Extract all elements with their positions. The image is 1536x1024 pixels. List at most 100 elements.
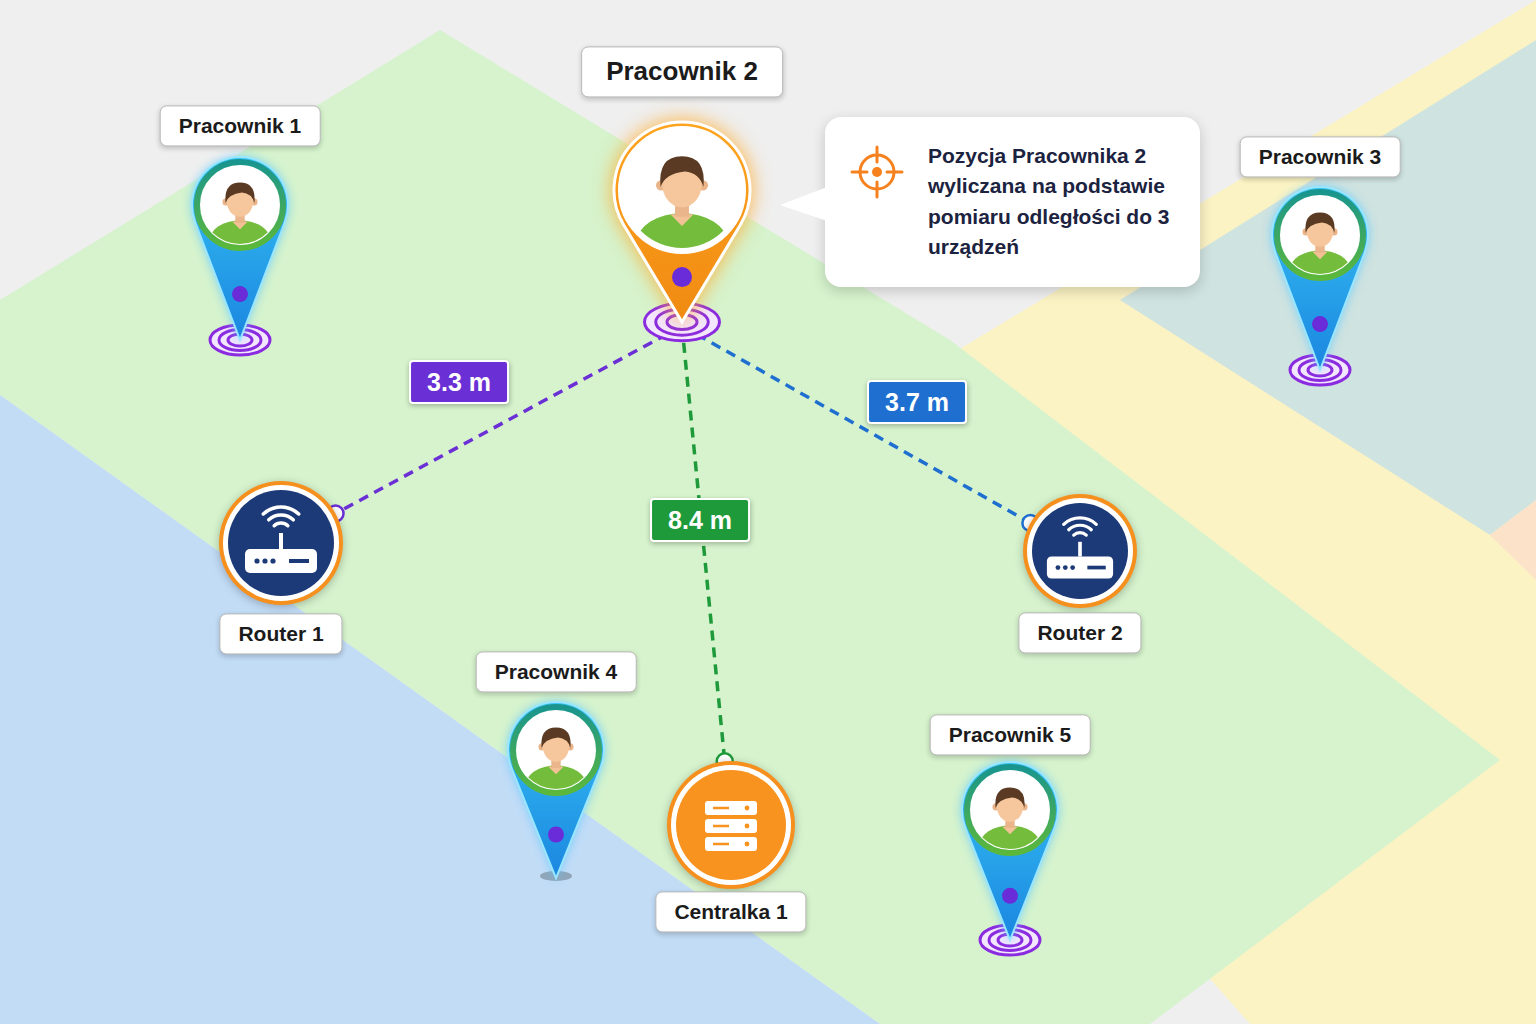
router-node: Router 2 (1023, 494, 1137, 608)
distance-label: 3.7 m (867, 380, 967, 424)
icon-gap (223, 485, 339, 601)
pin-graphic (508, 702, 604, 878)
distance-line (336, 326, 682, 513)
server-unit (705, 801, 757, 815)
shirt (526, 766, 587, 805)
distance-line (682, 326, 1030, 523)
employee-pin: Pracownik 2 (614, 122, 750, 322)
icon-face (228, 490, 334, 596)
device-graphic (1023, 494, 1137, 608)
pin-body (962, 762, 1058, 940)
router-node: Router 1 (219, 481, 343, 605)
server-unit (705, 819, 757, 833)
icon-face (1032, 503, 1128, 599)
employee-pin: Pracownik 3 (1272, 187, 1368, 370)
router-led (1063, 565, 1068, 570)
server-led (745, 824, 750, 829)
device-label: Centralka 1 (655, 891, 806, 932)
server-line (713, 825, 729, 828)
icon-rim (667, 761, 795, 889)
icon-gap (671, 765, 791, 885)
pin-body (192, 157, 288, 340)
target-tick (876, 182, 879, 197)
router-body (245, 549, 317, 573)
pin-marker (508, 702, 604, 881)
employee-label: Pracownik 1 (160, 105, 321, 146)
device-graphic (667, 761, 795, 889)
router-led (262, 558, 267, 563)
target-tick (887, 171, 902, 174)
router-antenna (1078, 542, 1082, 557)
server-led (745, 806, 750, 811)
target-tick (876, 147, 879, 162)
teal-zone (1120, 40, 1536, 535)
employee-pin: Pracownik 5 (962, 762, 1058, 940)
hair (1305, 212, 1334, 233)
avatar (1281, 196, 1359, 290)
pin-dot (548, 826, 564, 842)
peach-zone (1490, 500, 1536, 580)
router-icon (1023, 494, 1137, 608)
pin-marker (1272, 187, 1368, 385)
server-unit (705, 837, 757, 851)
pin-graphic (1272, 187, 1368, 370)
device-label: Router 2 (1018, 612, 1141, 653)
employee-pin: Pracownik 1 (192, 157, 288, 340)
wifi-arc (269, 515, 294, 520)
pin-graphic (192, 157, 288, 340)
hair (995, 787, 1024, 808)
callout-text: Pozycja Pracownika 2 wyliczana na podsta… (928, 141, 1180, 263)
distance-label: 3.3 m (409, 360, 509, 404)
icon-face (676, 770, 786, 880)
server-line (713, 807, 729, 810)
distance-label: 8.4 m (650, 498, 750, 542)
pin-dot (232, 286, 248, 302)
employee-label: Pracownik 3 (1240, 136, 1401, 177)
device-label: Router 1 (219, 613, 342, 654)
avatar (517, 711, 595, 805)
callout-graphic (825, 117, 1200, 287)
server-line (713, 843, 729, 846)
avatar (201, 166, 279, 260)
router-slot (289, 559, 309, 563)
device-graphic (219, 481, 343, 605)
avatar (624, 132, 740, 271)
shirt (637, 213, 727, 271)
router-antenna (279, 533, 283, 549)
pin-graphic (962, 762, 1058, 940)
employee-label: Pracownik 2 (581, 46, 783, 97)
wifi-arc (1064, 518, 1097, 524)
pin-marker (962, 762, 1058, 955)
server-led (745, 842, 750, 847)
router-led (270, 558, 275, 563)
router-slot (1087, 566, 1105, 570)
hair (541, 727, 570, 748)
server-icon (667, 761, 795, 889)
pin-body (508, 702, 604, 878)
icon-gap (1027, 498, 1133, 604)
callout-tail (780, 187, 827, 221)
shirt (210, 221, 271, 260)
hair (660, 156, 704, 187)
hub-node: Centralka 1 (667, 761, 795, 889)
router-icon (219, 481, 343, 605)
wifi-arc (1074, 533, 1087, 535)
pin-dot (1002, 888, 1018, 904)
router-led (1056, 565, 1061, 570)
callout-box: Pozycja Pracownika 2 wyliczana na podsta… (825, 117, 1200, 287)
green-zone (0, 30, 1500, 1024)
pin-body (1272, 187, 1368, 370)
distance-line (682, 326, 725, 761)
shirt (1290, 251, 1351, 290)
hair (225, 182, 254, 203)
employee-label: Pracownik 4 (476, 651, 637, 692)
blue-zone (0, 395, 880, 1024)
router-led (1070, 565, 1075, 570)
target-dot (872, 167, 882, 177)
target-tick (852, 171, 867, 174)
employee-pin: Pracownik 4 (508, 702, 604, 878)
icon-rim (219, 481, 343, 605)
router-led (254, 558, 259, 563)
